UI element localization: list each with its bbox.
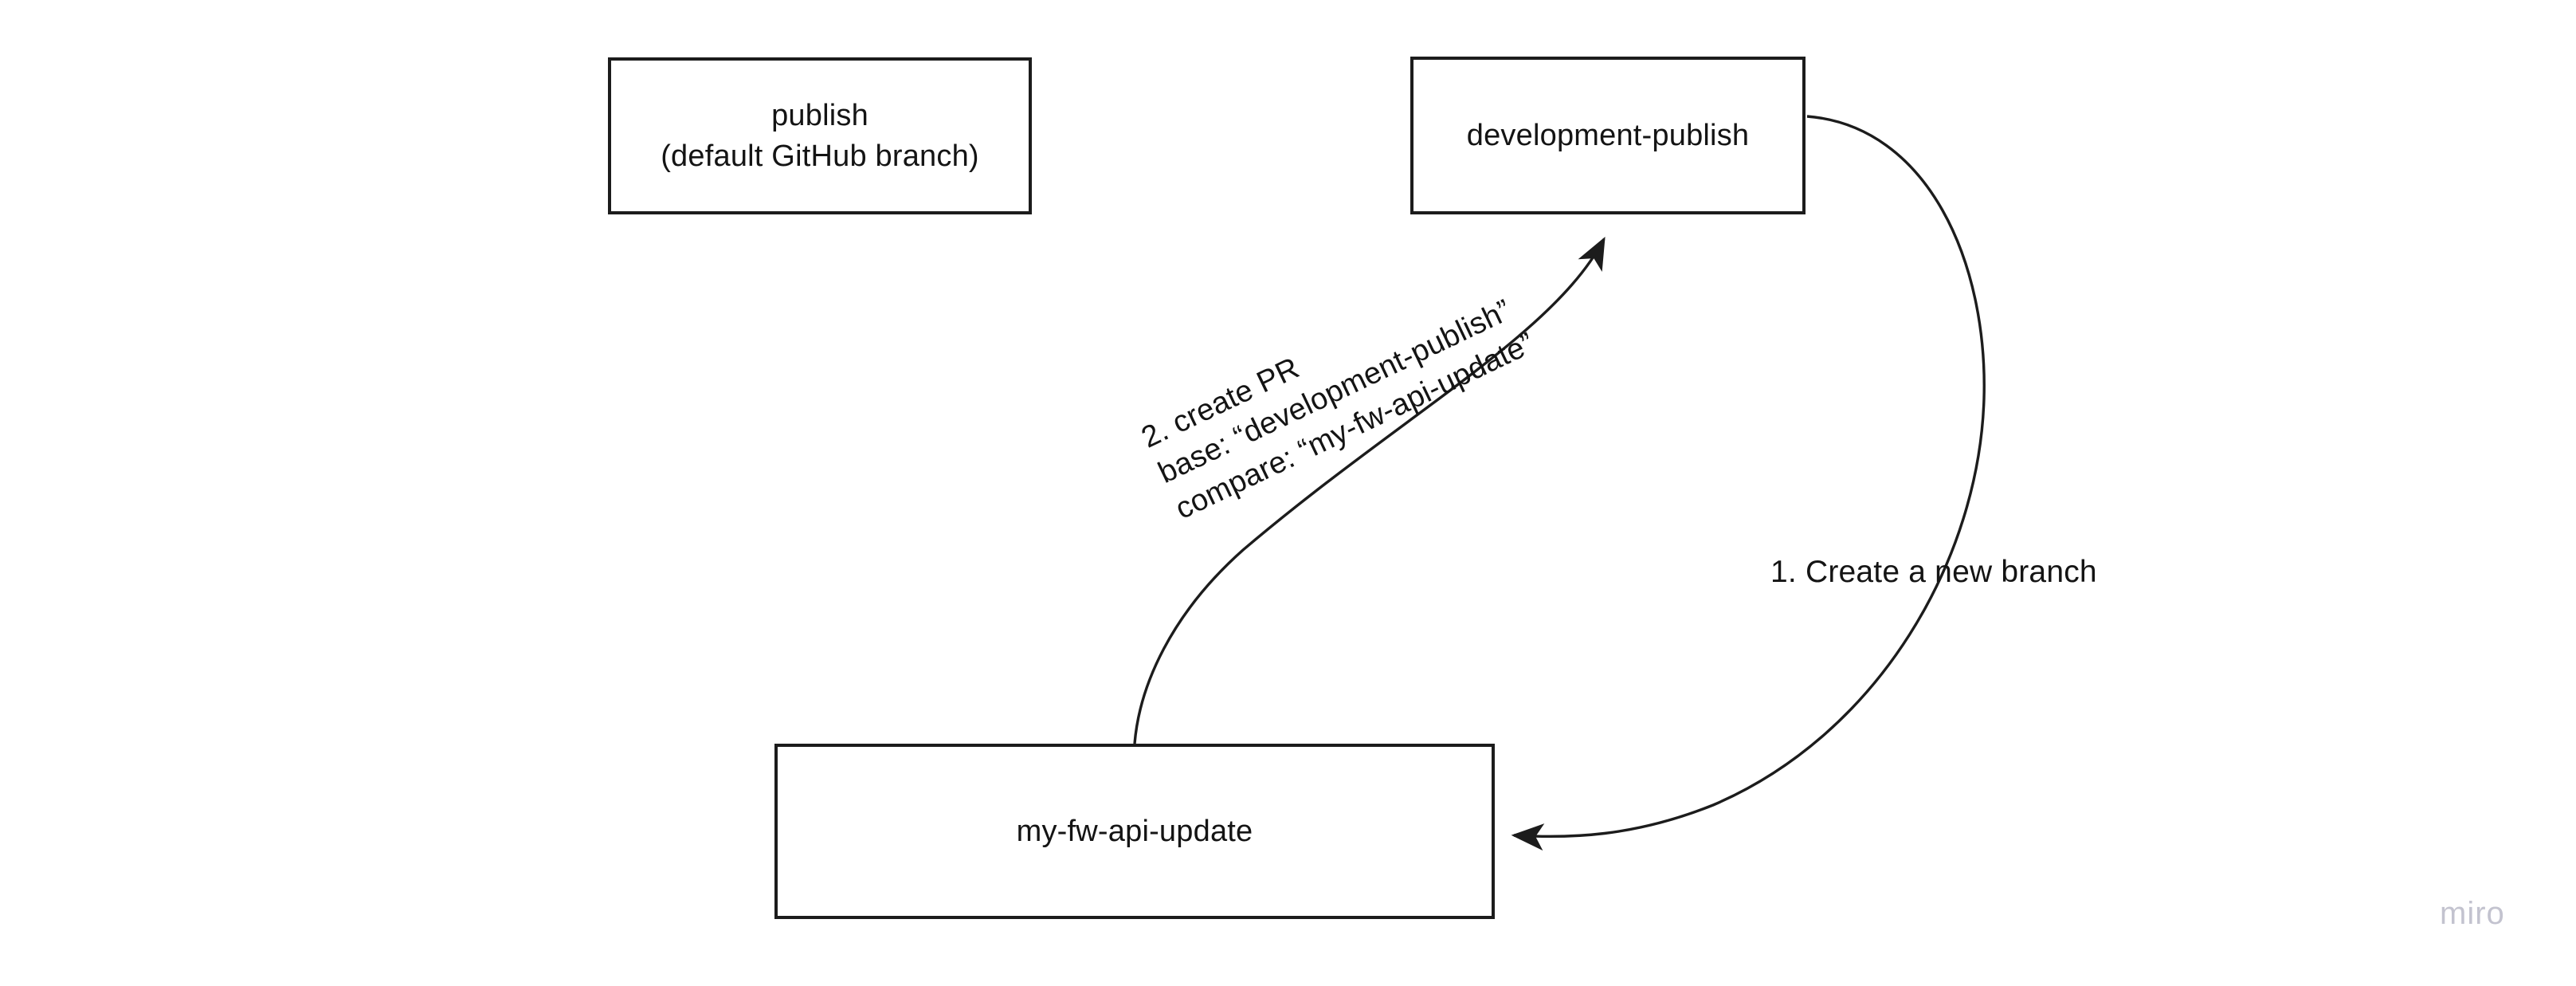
edge-create-branch-path (1511, 115, 1986, 851)
node-my-fw-api-update[interactable]: my-fw-api-update (774, 744, 1495, 919)
edge-label-create-branch: 1. Create a new branch (1770, 555, 2097, 589)
node-development-publish-label: development-publish (1466, 118, 1750, 152)
node-publish-label: publish (default GitHub branch) (661, 99, 979, 173)
node-development-publish[interactable]: development-publish (1410, 57, 1806, 214)
node-my-fw-api-update-label: my-fw-api-update (1016, 814, 1253, 848)
node-publish[interactable]: publish (default GitHub branch) (608, 57, 1032, 214)
miro-watermark: miro (2440, 896, 2505, 931)
edge-label-create-pr: 2. create PR base: “development-publish”… (1136, 293, 1540, 526)
